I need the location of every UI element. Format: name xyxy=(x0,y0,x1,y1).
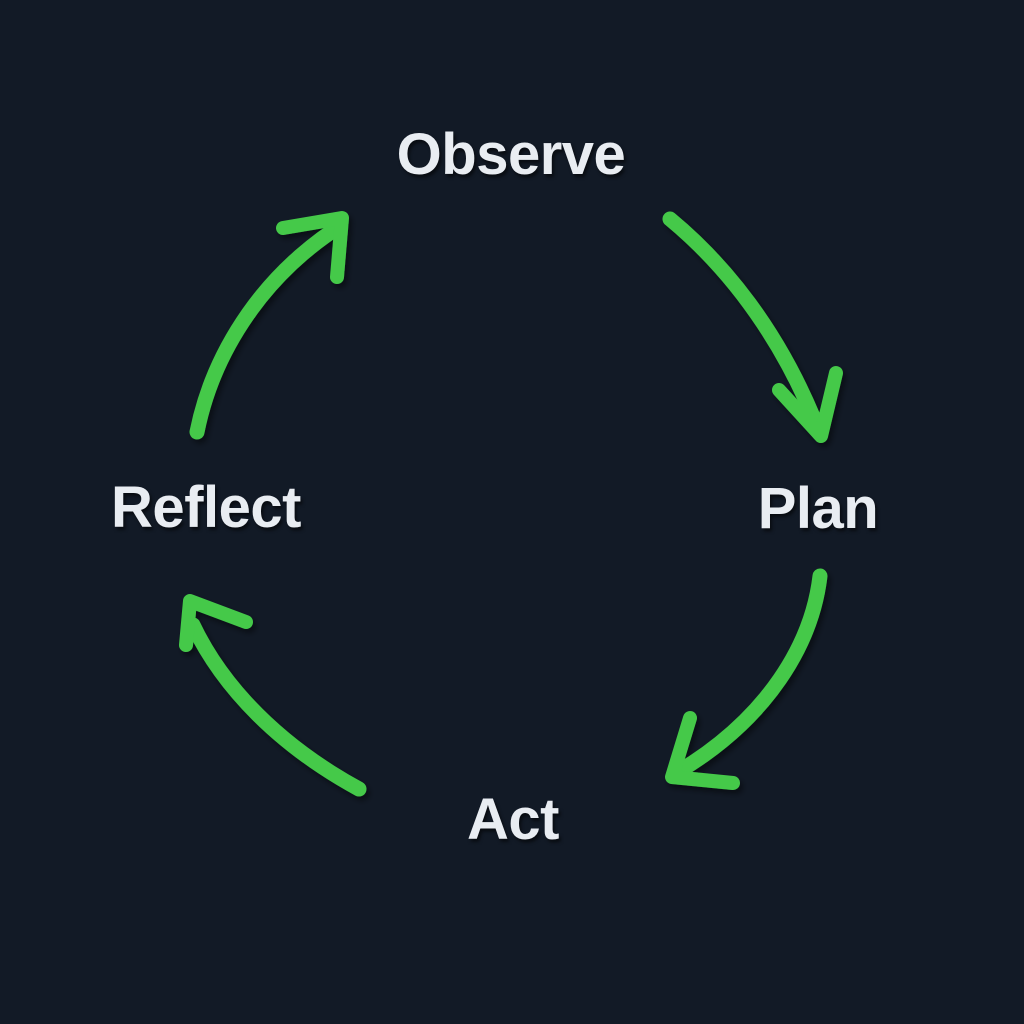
node-label-act[interactable]: Act xyxy=(467,787,559,852)
node-label-plan[interactable]: Plan xyxy=(757,476,879,541)
arrow-reflect-to-observe xyxy=(189,211,349,440)
node-label-observe[interactable]: Observe xyxy=(396,122,626,187)
arrow-observe-to-plan xyxy=(662,211,843,443)
arrow-plan-to-act xyxy=(665,568,828,790)
arrow-act-to-reflect xyxy=(179,594,367,797)
node-label-reflect[interactable]: Reflect xyxy=(111,475,301,540)
